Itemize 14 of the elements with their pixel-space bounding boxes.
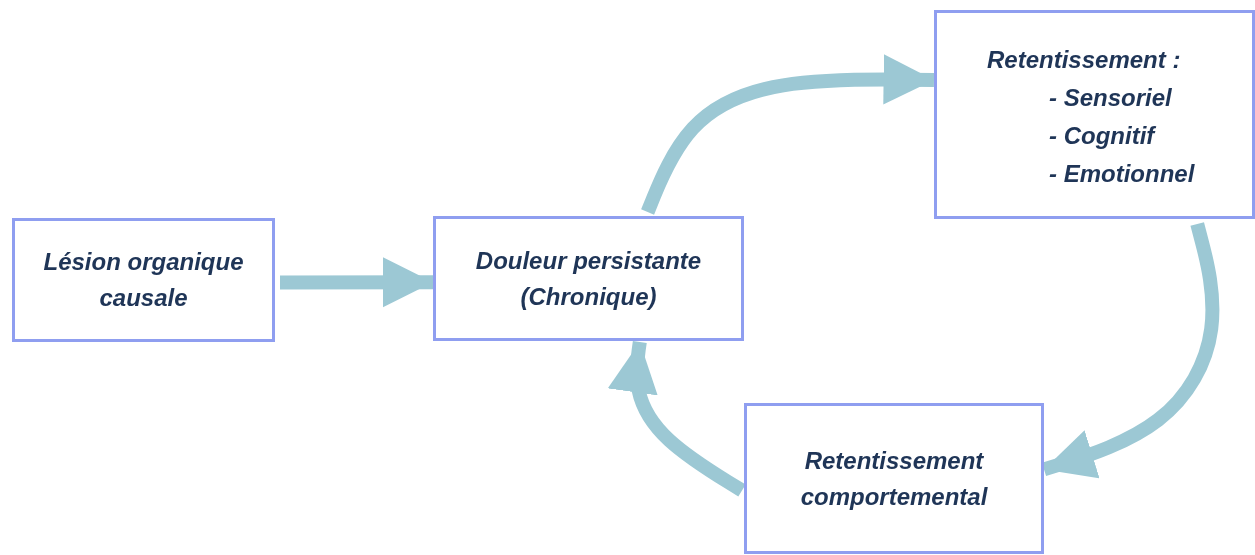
- box-label: Lésion organique causale: [42, 247, 245, 313]
- box-label: Retentissement comportemental: [799, 445, 989, 512]
- list-item: - Sensoriel: [1049, 82, 1172, 113]
- list-item: - Emotionnel: [1049, 158, 1195, 189]
- text-box: [433, 216, 744, 341]
- heading-text: Retentissement :: [987, 45, 1181, 75]
- arrow: [607, 341, 746, 497]
- text-box: [934, 10, 1255, 219]
- list-item: - Cognitif: [1049, 120, 1155, 151]
- arrow: [280, 257, 433, 308]
- text-box: [12, 218, 275, 342]
- text-box: [744, 403, 1044, 554]
- box-label: Douleur persistante (Chronique): [474, 245, 703, 312]
- arrow: [641, 54, 935, 215]
